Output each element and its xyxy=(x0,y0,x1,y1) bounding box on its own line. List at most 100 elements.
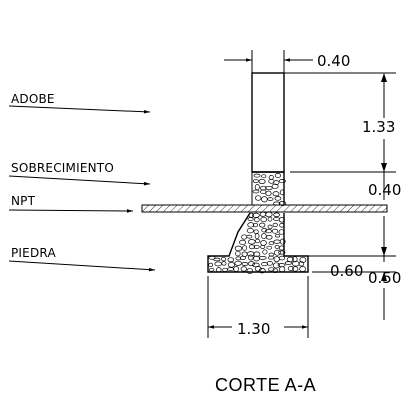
npt-label-text: NPT xyxy=(11,194,36,208)
stone xyxy=(254,233,260,240)
stone xyxy=(266,245,273,250)
stone xyxy=(278,217,285,223)
stone xyxy=(265,190,272,197)
stone xyxy=(234,245,243,252)
stone xyxy=(273,249,281,256)
stone xyxy=(246,227,254,234)
stone xyxy=(267,216,273,222)
stone xyxy=(208,262,213,268)
stone xyxy=(264,228,273,234)
stone xyxy=(241,262,249,266)
sobrecimiento-height-value: 0.40 xyxy=(368,181,401,199)
npt-floor-slab xyxy=(141,204,388,213)
stone xyxy=(268,252,275,257)
stone xyxy=(277,263,286,268)
stone xyxy=(274,233,281,238)
stone xyxy=(261,233,267,240)
stone xyxy=(262,249,268,255)
stone xyxy=(268,241,275,246)
piedra-leader-arrow xyxy=(8,260,156,272)
stone xyxy=(278,179,286,184)
stone xyxy=(292,266,299,272)
stone xyxy=(227,262,235,268)
stone xyxy=(255,195,262,201)
footing-width-value: 1.30 xyxy=(237,320,270,338)
label-sobrecimiento: SOBRECIMIENTO xyxy=(8,161,151,186)
stone xyxy=(261,196,268,203)
npt-leader-arrow xyxy=(8,209,134,213)
stone xyxy=(267,197,274,201)
stone xyxy=(272,191,280,197)
stone xyxy=(235,256,242,261)
stone xyxy=(240,266,247,272)
adobe-wall xyxy=(251,72,285,173)
stone xyxy=(267,255,275,260)
stone xyxy=(260,240,267,246)
footing-depth-right-value: 0.50 xyxy=(368,269,401,287)
stone xyxy=(248,261,255,267)
stone xyxy=(248,239,256,245)
stone xyxy=(261,228,268,233)
section-caption: CORTE A-A xyxy=(215,375,316,395)
stone xyxy=(252,189,260,194)
stone xyxy=(278,266,286,273)
stone xyxy=(273,217,280,221)
stone xyxy=(273,256,280,263)
stone xyxy=(247,222,255,228)
stone xyxy=(242,245,248,251)
stone xyxy=(239,255,246,261)
adobe-label-text: ADOBE xyxy=(11,92,55,106)
stone xyxy=(279,238,286,245)
wall-width-value: 0.40 xyxy=(317,52,350,70)
stone xyxy=(284,261,293,265)
stone xyxy=(259,211,267,217)
dim-footing-width: 1.30 xyxy=(207,276,309,338)
stone xyxy=(252,222,259,228)
stone xyxy=(260,244,266,249)
stone xyxy=(261,174,267,179)
stone xyxy=(253,173,261,178)
footing-depth-left-value: 0.60 xyxy=(330,262,363,280)
stone xyxy=(273,180,280,185)
stone xyxy=(246,267,253,275)
stone xyxy=(221,261,227,266)
stone xyxy=(227,257,235,263)
stone xyxy=(254,217,260,223)
stone xyxy=(274,196,282,201)
stone xyxy=(255,238,261,244)
stone xyxy=(258,178,266,185)
stone xyxy=(239,239,247,246)
stone xyxy=(266,261,273,266)
stone xyxy=(278,250,286,255)
stone xyxy=(268,267,275,272)
stone xyxy=(246,234,253,239)
stone xyxy=(216,267,222,273)
stone xyxy=(292,260,300,267)
label-piedra: PIEDRA xyxy=(8,246,156,272)
stone xyxy=(248,254,254,261)
stone xyxy=(241,234,248,240)
stone xyxy=(221,256,227,262)
stone xyxy=(214,261,222,267)
stone xyxy=(260,216,267,223)
stone xyxy=(279,189,285,196)
stone xyxy=(273,212,280,218)
stone xyxy=(299,256,307,263)
stone xyxy=(299,266,306,272)
stone xyxy=(267,224,273,230)
stone xyxy=(222,267,228,272)
dim-wall-width: 0.40 xyxy=(224,50,350,73)
stone xyxy=(254,184,260,191)
stone xyxy=(252,179,259,183)
stone xyxy=(208,267,215,272)
stone xyxy=(247,217,254,222)
stone xyxy=(268,175,274,180)
wall-height-value: 1.33 xyxy=(362,118,395,136)
stone xyxy=(279,223,285,228)
dim-vertical-chain: 1.33 0.40 0.60 0.50 xyxy=(284,72,401,320)
stone xyxy=(258,256,267,260)
piedra-label-text: PIEDRA xyxy=(11,246,56,260)
stone xyxy=(272,222,278,228)
stone xyxy=(278,245,285,251)
